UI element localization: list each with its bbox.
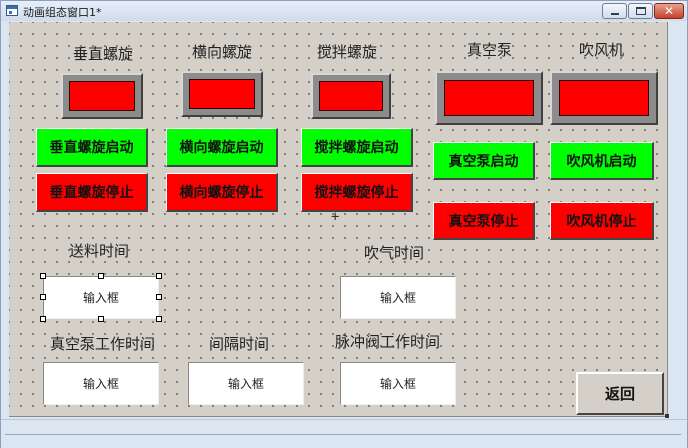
vertical-screw-stop-button[interactable]: 垂直螺旋停止 — [36, 173, 148, 212]
blower-indicator — [559, 80, 649, 116]
selection-handle[interactable] — [40, 273, 46, 279]
maximize-icon — [636, 7, 646, 15]
vacuum-pump-lamp-frame — [435, 71, 543, 125]
selection-handle[interactable] — [98, 316, 104, 322]
close-button[interactable]: ✕ — [654, 3, 684, 19]
selection-handle[interactable] — [98, 273, 104, 279]
pulse-valve-work-time-input[interactable]: 输入框 — [340, 362, 456, 405]
vertical-screw-indicator — [69, 81, 135, 111]
label-pulse-valve-work-time: 脉冲阀工作时间 — [335, 333, 441, 351]
label-horizontal-screw: 横向螺旋 — [192, 43, 253, 61]
blower-stop-button[interactable]: 吹风机停止 — [550, 202, 654, 240]
horizontal-scrollbar[interactable] — [5, 434, 681, 435]
label-feed-time: 送料时间 — [69, 242, 130, 260]
label-mixing-screw: 搅拌螺旋 — [317, 43, 378, 61]
selection-handle[interactable] — [40, 316, 46, 322]
blower-start-button[interactable]: 吹风机启动 — [550, 142, 654, 180]
horizontal-screw-lamp-frame — [181, 71, 263, 117]
minimize-button[interactable] — [602, 3, 627, 19]
window-app-icon — [6, 5, 18, 16]
crosshair-cursor-icon: + — [331, 209, 340, 225]
back-button[interactable]: 返回 — [576, 372, 664, 415]
vertical-screw-start-button[interactable]: 垂直螺旋启动 — [36, 128, 148, 167]
title-bar[interactable]: 动画组态窗口1* ✕ — [1, 1, 687, 21]
label-vacuum-work-time: 真空泵工作时间 — [50, 335, 156, 353]
interval-time-input[interactable]: 输入框 — [188, 362, 304, 405]
canvas-resize-grip[interactable] — [665, 414, 669, 418]
vacuum-pump-stop-button[interactable]: 真空泵停止 — [433, 202, 535, 240]
minimize-icon — [611, 13, 619, 15]
label-blow-time: 吹气时间 — [364, 244, 425, 262]
status-bar — [1, 419, 687, 448]
label-vertical-screw: 垂直螺旋 — [73, 45, 134, 63]
selection-handle[interactable] — [156, 316, 162, 322]
mixing-screw-stop-button[interactable]: 搅拌螺旋停止 — [301, 173, 413, 212]
mixing-screw-indicator — [319, 81, 383, 111]
horizontal-screw-start-button[interactable]: 横向螺旋启动 — [166, 128, 278, 167]
window-title: 动画组态窗口1* — [23, 6, 102, 19]
blower-lamp-frame — [550, 71, 658, 125]
blow-time-input[interactable]: 输入框 — [340, 276, 456, 319]
horizontal-screw-indicator — [189, 79, 255, 109]
selection-handle[interactable] — [40, 294, 46, 300]
vacuum-work-time-input[interactable]: 输入框 — [43, 362, 159, 405]
mixing-screw-lamp-frame — [311, 73, 391, 119]
label-blower: 吹风机 — [579, 41, 625, 59]
vacuum-pump-start-button[interactable]: 真空泵启动 — [433, 142, 535, 180]
label-vacuum-pump: 真空泵 — [467, 41, 513, 59]
label-interval-time: 间隔时间 — [209, 335, 270, 353]
close-icon: ✕ — [663, 4, 675, 18]
maximize-button[interactable] — [628, 3, 653, 19]
selection-handle[interactable] — [156, 273, 162, 279]
selection-handle[interactable] — [156, 294, 162, 300]
horizontal-screw-stop-button[interactable]: 横向螺旋停止 — [166, 173, 278, 212]
vacuum-pump-indicator — [444, 80, 534, 116]
mixing-screw-start-button[interactable]: 搅拌螺旋启动 — [301, 128, 413, 167]
feed-time-input[interactable]: 输入框 — [43, 276, 159, 319]
vertical-screw-lamp-frame — [61, 73, 143, 119]
design-canvas[interactable]: 垂直螺旋 横向螺旋 搅拌螺旋 真空泵 吹风机 垂直螺旋启动 垂直螺旋停止 横向螺… — [9, 22, 669, 418]
